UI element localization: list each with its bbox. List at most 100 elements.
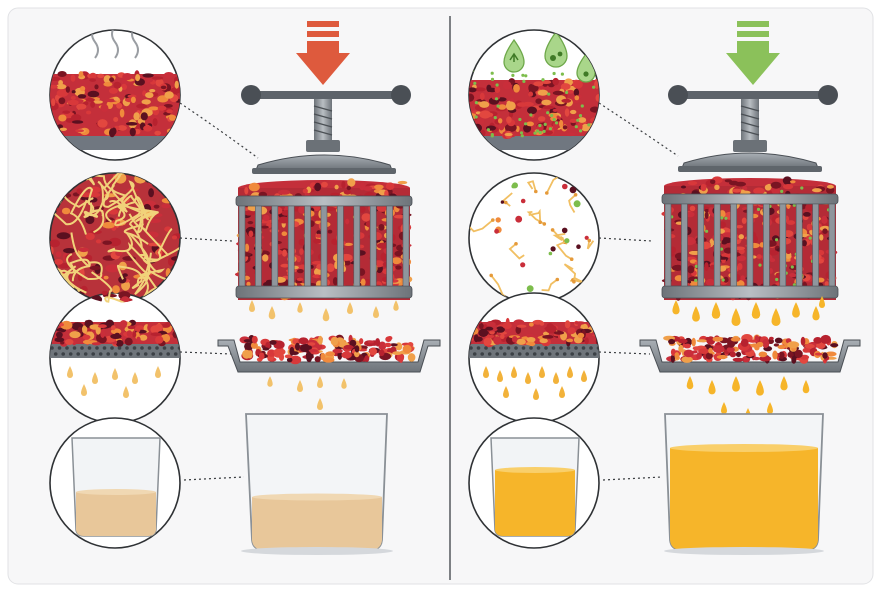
basket-bar (746, 203, 754, 287)
enzyme-dot (565, 90, 569, 95)
mash-piece (564, 108, 570, 117)
filter-hole (98, 352, 103, 356)
mash-piece (343, 344, 354, 350)
mash-piece (729, 351, 737, 358)
fiber-strand (105, 205, 144, 234)
mash-piece (313, 238, 322, 244)
mash-piece (89, 265, 101, 271)
mash-piece (790, 180, 796, 184)
filter-hole (106, 352, 110, 356)
mash-piece (87, 90, 100, 98)
mash-piece (485, 326, 494, 331)
mash-piece (161, 203, 171, 209)
mash-piece (103, 275, 109, 280)
mash-piece (246, 281, 251, 287)
mash-piece (573, 88, 580, 97)
mash-piece (574, 95, 580, 101)
mash-piece (786, 249, 791, 254)
mash-piece (93, 100, 103, 104)
mash-piece (278, 189, 291, 195)
juice-drop-icon (780, 376, 788, 391)
mash-piece (267, 349, 276, 357)
mash-piece (312, 274, 322, 279)
mash-piece (525, 341, 535, 346)
press-handle (241, 85, 411, 152)
press-basket (234, 178, 413, 301)
mash-piece (683, 349, 694, 358)
basket-bar (353, 205, 361, 287)
mash-piece (710, 179, 716, 185)
mash-piece (479, 110, 492, 119)
mash-piece (825, 351, 837, 357)
mash-piece (516, 102, 528, 107)
fiber-strand (117, 194, 149, 221)
mash-piece (687, 265, 695, 274)
mash-piece (732, 357, 744, 362)
mash-piece (541, 99, 552, 106)
mash-piece (668, 338, 676, 345)
mash-piece (130, 96, 136, 104)
mash-piece (402, 344, 412, 354)
mash-piece (260, 225, 269, 229)
juice-drop-icon (297, 380, 303, 392)
basket-bar (779, 203, 787, 287)
mash-piece (111, 127, 117, 135)
fiber-fragment (541, 278, 558, 292)
filter-hole (551, 346, 556, 350)
mash-piece (141, 99, 151, 105)
mash-piece (341, 351, 352, 359)
enzyme-dot (495, 83, 499, 87)
mash-piece (133, 112, 140, 121)
mash-piece (567, 327, 576, 335)
juice-drop-icon (802, 380, 810, 394)
mash-piece (670, 353, 676, 363)
mash-piece (77, 94, 87, 99)
filter-hole (472, 352, 477, 356)
basket-bar (304, 205, 311, 287)
mash-piece (332, 348, 343, 354)
mash-piece (737, 263, 743, 270)
juice-drop-icon (819, 296, 825, 308)
mash-piece (82, 339, 92, 345)
filter-hole (173, 352, 178, 356)
mash-piece (56, 83, 67, 90)
filter-hole (162, 346, 167, 350)
mash-piece (174, 80, 179, 89)
mash-piece (298, 238, 305, 246)
mash-piece (802, 347, 810, 353)
fiber-strand (103, 173, 146, 189)
mash-piece (163, 72, 174, 79)
juice-drop-icon (123, 386, 129, 398)
mash-piece (392, 351, 402, 356)
mash-piece (326, 263, 335, 273)
mash-piece (678, 338, 688, 344)
mash-piece (243, 339, 252, 343)
mash-piece (248, 182, 260, 192)
mash-piece (308, 349, 318, 353)
press-drips (249, 300, 399, 322)
mash-piece (729, 180, 739, 186)
mash-piece (504, 132, 513, 137)
mash-piece (115, 339, 124, 347)
mash-piece (65, 86, 70, 93)
mash-piece (385, 336, 392, 343)
filter-hole (510, 352, 514, 356)
filter-hole (136, 352, 140, 356)
mash-piece (169, 115, 177, 121)
enzyme-dot (493, 116, 497, 120)
basket-bar (402, 205, 410, 287)
juice-drop-icon (249, 300, 255, 312)
mash-piece (143, 125, 153, 132)
juice-drop-icon (567, 366, 573, 378)
mash-piece (320, 352, 326, 360)
filter-hole (151, 352, 155, 356)
filter-hole (476, 346, 481, 350)
filter-hole (499, 346, 503, 350)
mash-piece (696, 352, 702, 360)
mash-piece (103, 75, 112, 84)
mash-piece (539, 87, 546, 91)
filter-hole (132, 346, 137, 350)
mash-piece (791, 356, 797, 364)
fiber-fragment (469, 219, 494, 233)
press-basket-right (661, 176, 839, 301)
